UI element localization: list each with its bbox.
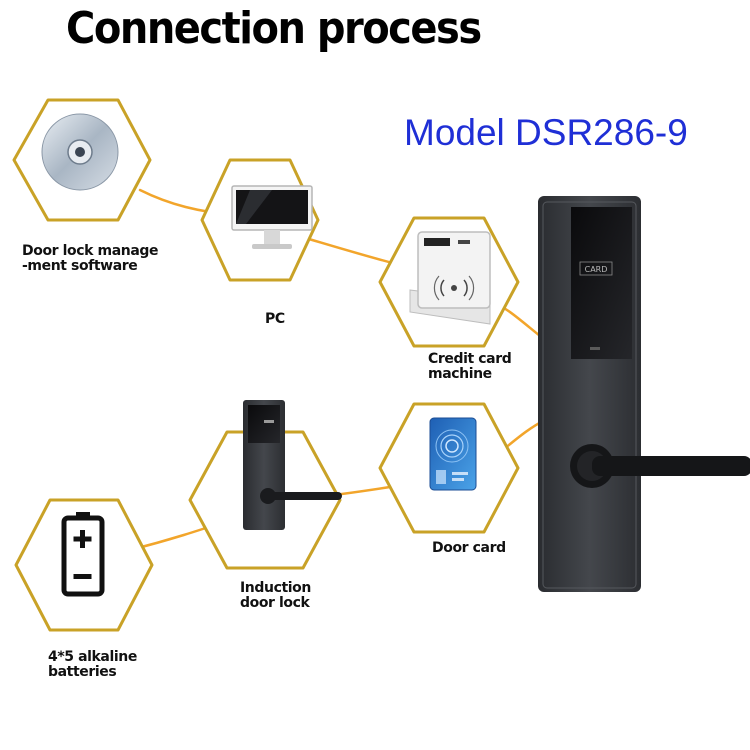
label-software: Door lock manage -ment software: [22, 243, 159, 274]
label-door-card: Door card: [432, 541, 506, 556]
label-batteries: 4*5 alkaline batteries: [48, 650, 137, 680]
card-reader-label: CARD: [585, 265, 608, 274]
label-pc: PC: [265, 312, 285, 327]
label-line: Induction: [240, 580, 311, 596]
door-lock-icon: [243, 400, 342, 530]
rfid-card-icon: [429, 417, 477, 491]
label-line: batteries: [48, 664, 117, 680]
battery-icon: [61, 512, 105, 597]
label-line: Credit card: [428, 351, 512, 367]
label-line: Door card: [432, 540, 506, 556]
label-line: 4*5 alkaline: [48, 649, 137, 665]
label-line: Door lock manage: [22, 243, 159, 259]
product-lock-panel: CARD: [538, 196, 750, 592]
label-card-machine: Credit card machine: [428, 351, 512, 382]
model-label: Model DSR286-9: [404, 112, 688, 153]
label-induction-lock: Induction door lock: [240, 581, 311, 611]
label-line: -ment software: [22, 258, 138, 274]
label-line: PC: [265, 311, 285, 327]
page-title: Connection process: [66, 4, 482, 54]
label-line: machine: [428, 366, 492, 382]
label-line: door lock: [240, 595, 310, 611]
card-encoder-icon: [409, 231, 491, 325]
cd-disc-icon: [41, 113, 119, 191]
computer-monitor-icon: [231, 185, 313, 249]
